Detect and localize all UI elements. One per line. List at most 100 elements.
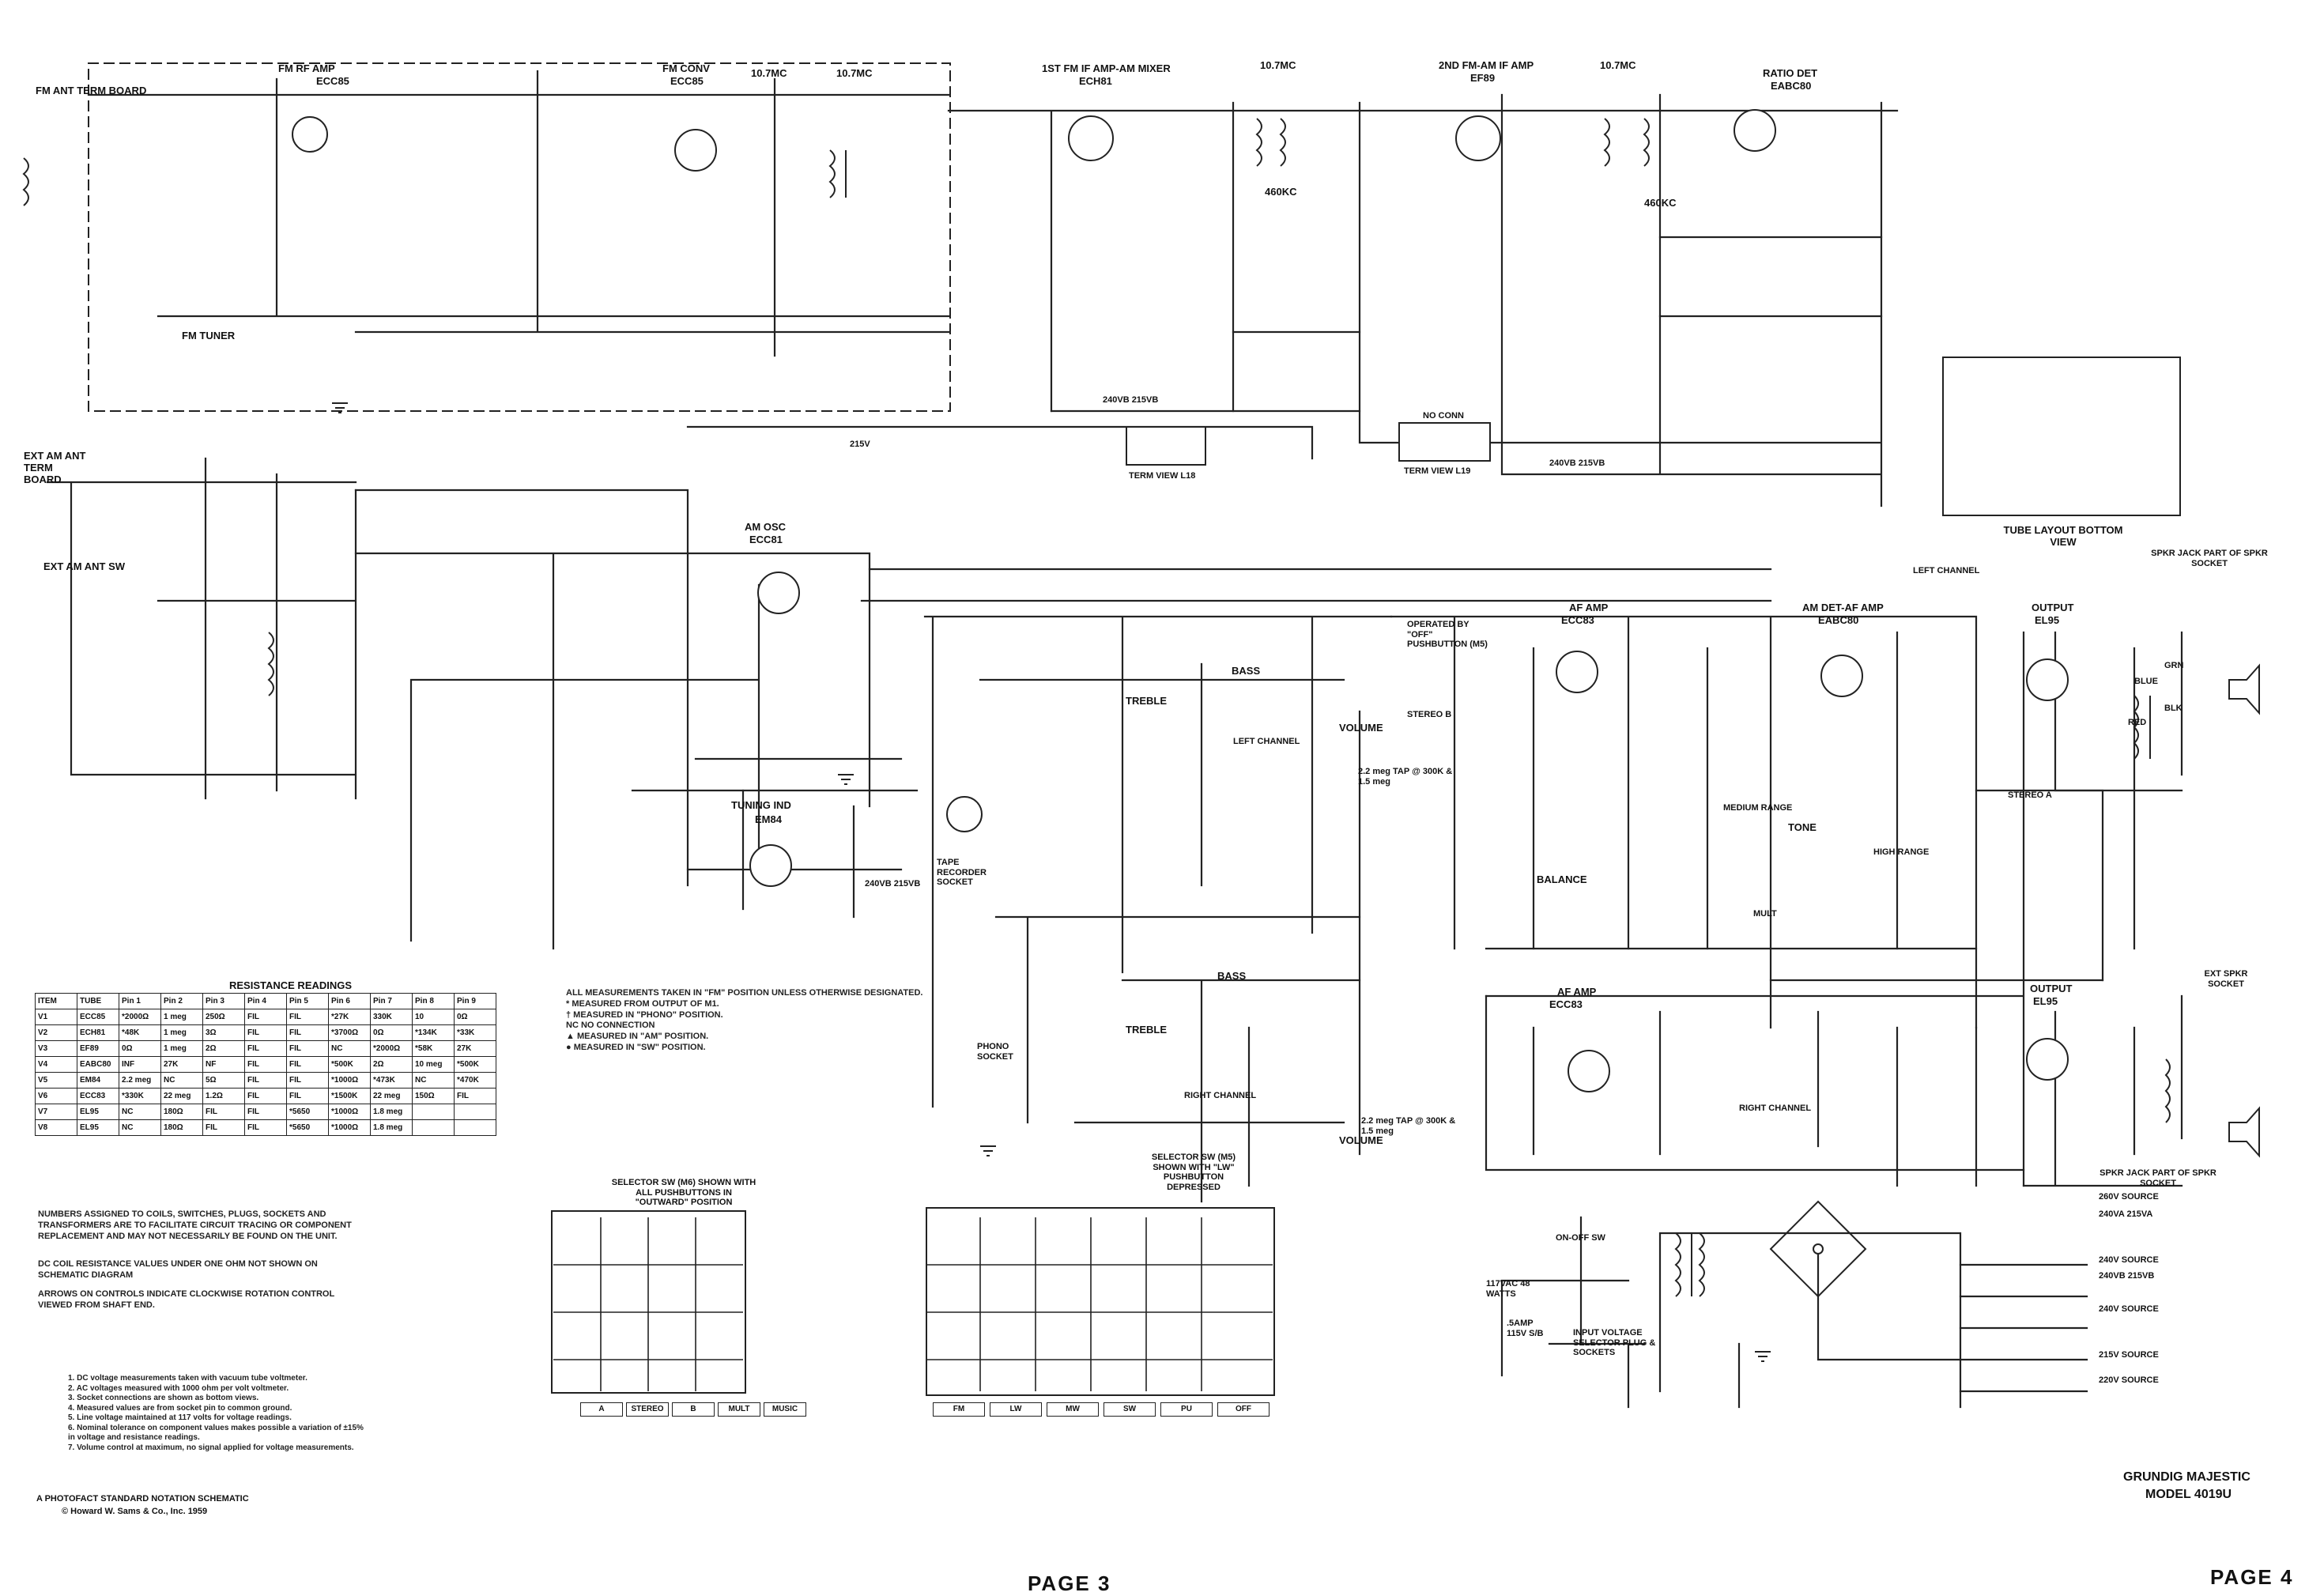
- b-plus-label-2: 240VB 215VB: [1549, 458, 1605, 468]
- output-bottom-label: OUTPUT: [2030, 983, 2073, 994]
- treble-bottom: TREBLE: [1126, 1024, 1167, 1036]
- tube-v3-if: [1455, 115, 1501, 161]
- resistance-cell: V8: [35, 1119, 77, 1136]
- resistance-cell: V2: [35, 1024, 77, 1041]
- note-line: ▲ MEASURED IN "AM" POSITION.: [566, 1032, 709, 1041]
- tube-v6-af-top: [1556, 651, 1598, 693]
- wire-power: [1579, 1216, 1962, 1409]
- wire-supply-right: [1959, 1263, 2088, 1393]
- volume-top: VOLUME: [1339, 722, 1383, 734]
- selector-tab: LW: [990, 1402, 1042, 1417]
- resistance-header-cell: ITEM: [35, 993, 77, 1009]
- freq-10-7-a: 10.7MC: [751, 67, 787, 79]
- term-view-l18: TERM VIEW L18: [1129, 471, 1196, 481]
- note-line: * MEASURED FROM OUTPUT OF M1.: [566, 998, 719, 1009]
- resistance-cell: *27K: [328, 1009, 371, 1025]
- am-det-af-label: AM DET-AF AMP: [1802, 602, 1884, 613]
- phono-socket-label: PHONO SOCKET: [977, 1042, 1013, 1062]
- wire-tuning: [686, 757, 903, 919]
- resistance-cell: ECC85: [77, 1009, 119, 1025]
- resistance-cell: NC: [119, 1104, 161, 1120]
- medium-range: MEDIUM RANGE: [1723, 803, 1793, 813]
- resistance-header-cell: Pin 9: [454, 993, 496, 1009]
- resistance-header-cell: Pin 5: [286, 993, 329, 1009]
- resistance-cell: INF: [119, 1056, 161, 1073]
- supply-line: 240V SOURCE: [2099, 1304, 2159, 1314]
- wire-af-bottom: [1485, 994, 2025, 1187]
- balance-control: BALANCE: [1537, 873, 1587, 885]
- supply-line: 240VB 215VB: [2099, 1271, 2155, 1281]
- model-number: MODEL 4019U: [2145, 1488, 2232, 1501]
- resistance-cell: [454, 1119, 496, 1136]
- am-osc-tube: ECC81: [749, 534, 783, 545]
- photofact-label: A PHOTOFACT STANDARD NOTATION SCHEMATIC: [36, 1494, 249, 1504]
- wire-tone-top: [923, 615, 1393, 1108]
- note-dc-resistance: DC COIL RESISTANCE VALUES UNDER ONE OHM …: [38, 1259, 318, 1280]
- fuse-rating: .5AMP 115V S/B: [1507, 1319, 1544, 1338]
- resistance-cell: 180Ω: [160, 1104, 203, 1120]
- first-if-tube: ECH81: [1079, 75, 1112, 87]
- stereo-a-label: STEREO A: [2008, 790, 2052, 800]
- resistance-cell: V1: [35, 1009, 77, 1025]
- ext-am-ant-sw: EXT AM ANT SW: [43, 560, 126, 572]
- fm-conv-tube: ECC85: [670, 75, 704, 87]
- note-line: 1. DC voltage measurements taken with va…: [68, 1374, 307, 1383]
- resistance-cell: FIL: [286, 1072, 329, 1089]
- b-plus-label-1: 240VB 215VB: [1103, 395, 1159, 405]
- selector-m5-grid: [926, 1217, 1273, 1391]
- note-numbering: NUMBERS ASSIGNED TO COILS, SWITCHES, PLU…: [38, 1209, 352, 1241]
- high-range: HIGH RANGE: [1873, 847, 1930, 857]
- tube-layout-box: [1942, 357, 2181, 516]
- bass-bottom: BASS: [1217, 970, 1247, 982]
- freq-460-a: 460KC: [1265, 186, 1297, 198]
- resistance-cell: FIL: [454, 1088, 496, 1104]
- fm-ant-term-label: FM ANT TERM BOARD: [36, 85, 147, 96]
- ext-am-ant-label: EXT AM ANT TERM BOARD: [24, 450, 86, 485]
- fm-rf-amp-tube: ECC85: [316, 75, 349, 87]
- resistance-cell: 27K: [160, 1056, 203, 1073]
- resistance-cell: V6: [35, 1088, 77, 1104]
- term-view-l19: TERM VIEW L19: [1404, 466, 1471, 476]
- note-line: † MEASURED IN "PHONO" POSITION.: [566, 1009, 723, 1020]
- selector-m6-title: SELECTOR SW (M6) SHOWN WITH ALL PUSHBUTT…: [611, 1178, 756, 1208]
- resistance-cell: 150Ω: [412, 1088, 455, 1104]
- selector-m5-title: SELECTOR SW (M5) SHOWN WITH "LW" PUSHBUT…: [1151, 1153, 1236, 1192]
- resistance-cell: *33K: [454, 1024, 496, 1041]
- fm-tuner-label: FM TUNER: [182, 330, 236, 341]
- tape-socket-symbol: [946, 796, 983, 832]
- note-line: 4. Measured values are from socket pin t…: [68, 1403, 292, 1413]
- selector-tab: PU: [1160, 1402, 1213, 1417]
- supply-line: 240V SOURCE: [2099, 1255, 2159, 1265]
- wire-output-bottom: [2022, 994, 2183, 1187]
- resistance-cell: *473K: [370, 1072, 413, 1089]
- osc-coil-l13: [267, 632, 274, 696]
- ratio-det-label: RATIO DET: [1763, 67, 1818, 79]
- wire-am-long: [354, 425, 1772, 887]
- selector-m6-grid: [553, 1217, 743, 1391]
- resistance-cell: EF89: [77, 1040, 119, 1057]
- wire-fm-top: [87, 70, 950, 357]
- resistance-cell: 1 meg: [160, 1009, 203, 1025]
- resistance-cell: NC: [328, 1040, 371, 1057]
- resistance-cell: FIL: [244, 1119, 287, 1136]
- if-transformer-l16: [828, 149, 847, 198]
- general-notes: NUMBERS ASSIGNED TO COILS, SWITCHES, PLU…: [38, 1209, 362, 1311]
- resistance-cell: NF: [202, 1056, 245, 1073]
- if-transformer-l18: [1255, 118, 1286, 167]
- speaker-bottom: [2228, 1106, 2260, 1158]
- am-det-af-tube: EABC80: [1818, 614, 1859, 626]
- resistance-cell: 180Ω: [160, 1119, 203, 1136]
- resistance-cell: EM84: [77, 1072, 119, 1089]
- resistance-cell: 250Ω: [202, 1009, 245, 1025]
- freq-10-7-b: 10.7MC: [836, 67, 873, 79]
- resistance-cell: 22 meg: [370, 1088, 413, 1104]
- selector-tab: MUSIC: [764, 1402, 806, 1417]
- wire-blk: BLK: [2164, 704, 2183, 713]
- second-if-tube: EF89: [1470, 72, 1496, 84]
